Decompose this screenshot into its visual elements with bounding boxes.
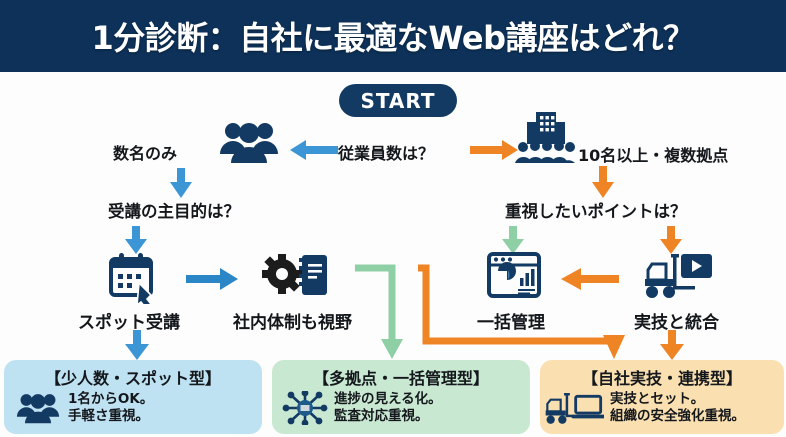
result-line-2: 手軽さ重視。	[68, 407, 149, 424]
result-line-1: 1名からOK。	[68, 391, 154, 407]
left-answer-label: 数名のみ	[113, 144, 178, 163]
calendar-click-icon	[108, 252, 160, 304]
page-header: 1分診断：自社に最適なWeb講座はどれ？	[0, 0, 786, 72]
network-hub-icon	[282, 391, 328, 425]
gear-notebook-icon	[262, 252, 330, 300]
arrow-root-to-left	[290, 140, 338, 160]
root-question-label: 従業員数は？	[338, 144, 435, 163]
arrow-root-to-right	[470, 140, 518, 160]
result-title: 【少人数・スポット型】	[44, 369, 221, 388]
option-spot-label: スポット受講	[78, 313, 180, 333]
arrow-to-spot-option	[125, 226, 147, 254]
arrow-practical-to-batch	[561, 268, 619, 290]
left-question-label: 受講の主目的は？	[108, 202, 240, 221]
arrow-practical-to-box3	[660, 330, 684, 360]
option-practical-label: 実技と統合	[634, 313, 719, 333]
arrow-spot-to-box1	[125, 330, 149, 360]
result-line-2: 監査対応重視。	[334, 408, 429, 424]
people-group-icon	[14, 392, 62, 424]
connector-batch-to-box3	[418, 263, 630, 361]
result-line-2: 組織の安全強化重視。	[610, 408, 745, 424]
result-card-inhouse-practical[interactable]: 【自社実技・連携型】	[540, 360, 784, 434]
result-card-multisite-batch[interactable]: 【多拠点・一括管理型】	[272, 360, 530, 434]
result-line-1: 進捗の見える化。	[334, 391, 442, 408]
arrow-to-practical-option	[660, 226, 682, 254]
result-title: 【多拠点・一括管理型】	[312, 369, 489, 388]
forklift-laptop-icon	[544, 391, 604, 425]
result-title: 【自社実技・連携型】	[581, 369, 742, 388]
arrow-to-batch-option	[502, 226, 524, 254]
arrow-spot-to-system	[186, 268, 238, 290]
right-question-label: 重視したいポイントは？	[505, 202, 687, 221]
people-group-icon	[218, 120, 280, 164]
option-system-label: 社内体制も視野	[233, 313, 352, 333]
start-label: START	[360, 88, 436, 113]
connector-system-to-box2	[355, 263, 403, 361]
page-title: 1分診断：自社に最適なWeb講座はどれ？	[91, 19, 695, 57]
forklift-video-icon	[640, 250, 714, 300]
right-answer-label: 10名以上・複数拠点	[578, 146, 729, 165]
arrow-left-answer-down	[170, 168, 192, 198]
arrow-right-answer-down	[592, 166, 614, 198]
building-people-icon	[515, 112, 575, 164]
dashboard-chart-icon	[487, 252, 541, 298]
start-button[interactable]: START	[339, 84, 457, 117]
result-card-small-spot[interactable]: 【少人数・スポット型】 1名からOK。 手軽さ重視。	[4, 360, 262, 434]
option-batch-label: 一括管理	[477, 313, 545, 333]
result-line-1: 実技とセット。	[610, 391, 705, 408]
